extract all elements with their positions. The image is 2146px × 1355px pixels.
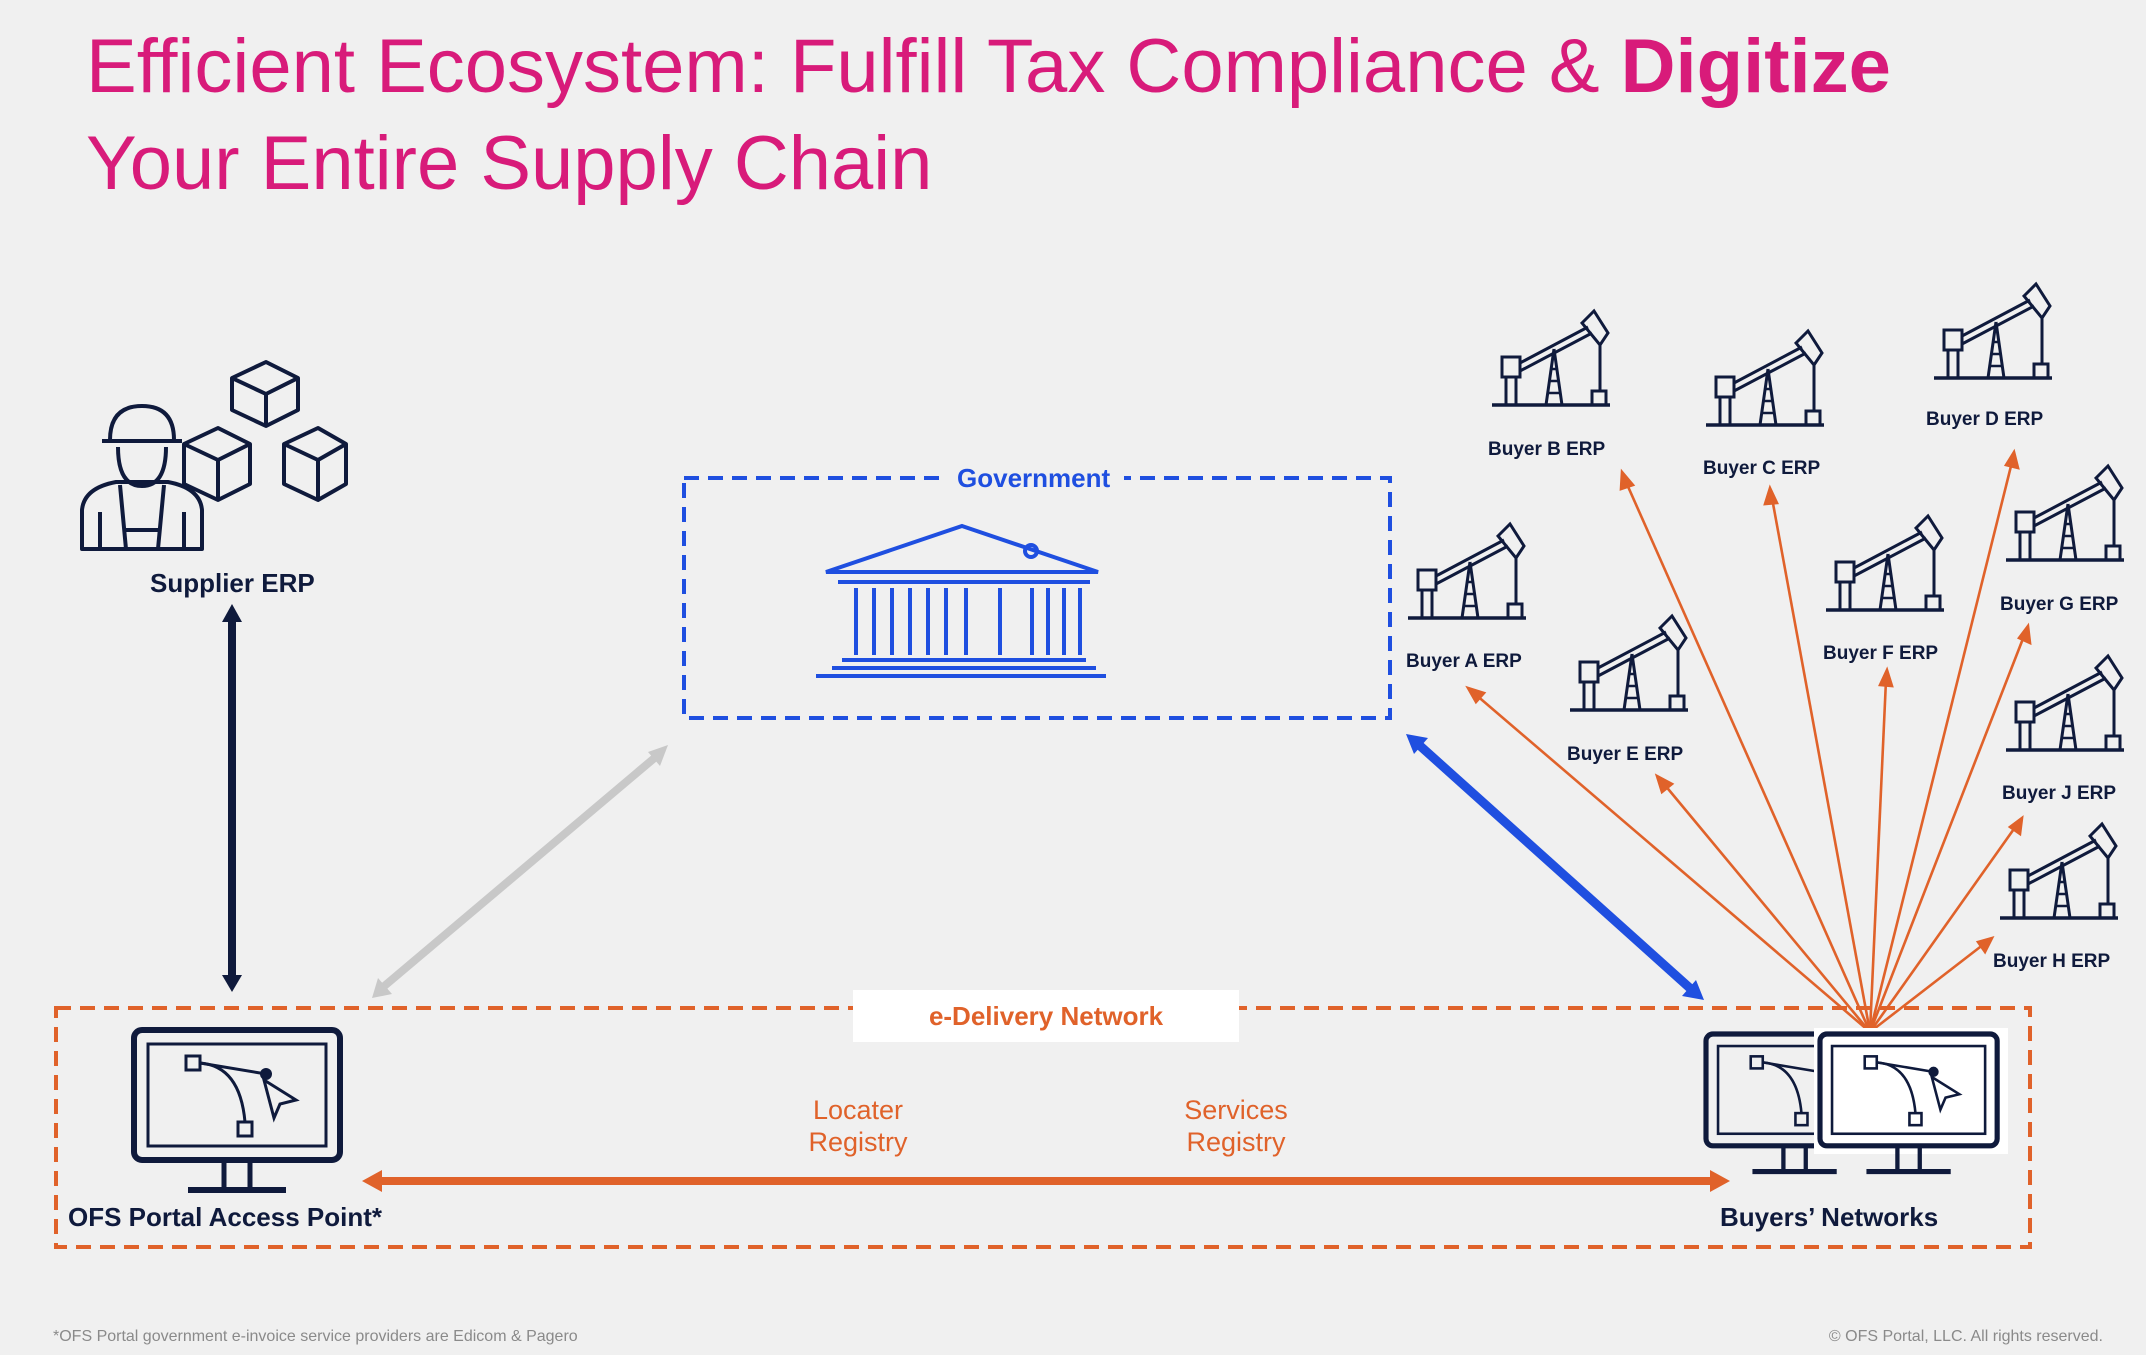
buyer-fan-arrows: [1465, 448, 2032, 1034]
ofs-government-arrow: [372, 745, 668, 998]
services-registry-label: Services Registry: [1136, 1094, 1336, 1158]
locater-line2: Registry: [808, 1127, 908, 1157]
monitor-bezier-icon: [134, 1030, 340, 1190]
edelivery-network-label: e-Delivery Network: [853, 990, 1239, 1042]
title-line1: Efficient Ecosystem: Fulfill Tax Complia…: [86, 24, 1621, 109]
buyer-b-pumpjack-icon: [1490, 309, 1612, 407]
government-label: Government: [943, 463, 1125, 494]
services-line1: Services: [1184, 1095, 1288, 1125]
government-building-icon: [816, 523, 1106, 678]
government-box: [682, 476, 1392, 720]
buyer-f-pumpjack-icon: [1824, 514, 1946, 612]
buyer-c-label: Buyer C ERP: [1703, 458, 1821, 479]
dual-monitor-icon: [1706, 1028, 2008, 1172]
page-title: Efficient Ecosystem: Fulfill Tax Complia…: [86, 18, 2086, 212]
buyer-g-pumpjack-icon: [2004, 464, 2126, 562]
buyer-g-label: Buyer G ERP: [2000, 594, 2119, 615]
footer-note: *OFS Portal government e-invoice service…: [53, 1328, 578, 1345]
buyer-j-pumpjack-icon: [2004, 654, 2126, 752]
buyer-j-label: Buyer J ERP: [2002, 783, 2117, 804]
buyer-e-pumpjack-icon: [1568, 614, 1690, 712]
buyer-h-pumpjack-icon: [1998, 822, 2120, 920]
buyer-a-label: Buyer A ERP: [1406, 651, 1522, 672]
services-line2: Registry: [1186, 1127, 1286, 1157]
ofs-buyers-arrow: [362, 1170, 1730, 1192]
title-bold-word: Digitize: [1620, 24, 1891, 109]
buyer-f-label: Buyer F ERP: [1823, 643, 1939, 664]
locater-line1: Locater: [812, 1095, 904, 1125]
ofs-portal-label: OFS Portal Access Point*: [68, 1202, 383, 1232]
supplier-erp-label: Supplier ERP: [150, 568, 315, 598]
buyer-e-label: Buyer E ERP: [1567, 744, 1684, 765]
title-line2: Your Entire Supply Chain: [86, 121, 933, 206]
buyer-c-pumpjack-icon: [1704, 329, 1826, 427]
buyer-d-label: Buyer D ERP: [1926, 409, 2044, 430]
buyer-d-pumpjack-icon: [1932, 282, 2054, 380]
worker-with-blocks-icon: [80, 360, 348, 551]
government-buyers-arrow: [1406, 734, 1704, 1000]
supplier-ofs-arrow: [222, 604, 242, 992]
locater-registry-label: Locater Registry: [758, 1094, 958, 1158]
footer-copyright: © OFS Portal, LLC. All rights reserved.: [1828, 1328, 2103, 1345]
buyer-a-pumpjack-icon: [1406, 522, 1528, 620]
buyer-b-label: Buyer B ERP: [1488, 439, 1606, 460]
buyer-h-label: Buyer H ERP: [1993, 951, 2111, 972]
buyers-networks-label: Buyers’ Networks: [1720, 1202, 1939, 1232]
